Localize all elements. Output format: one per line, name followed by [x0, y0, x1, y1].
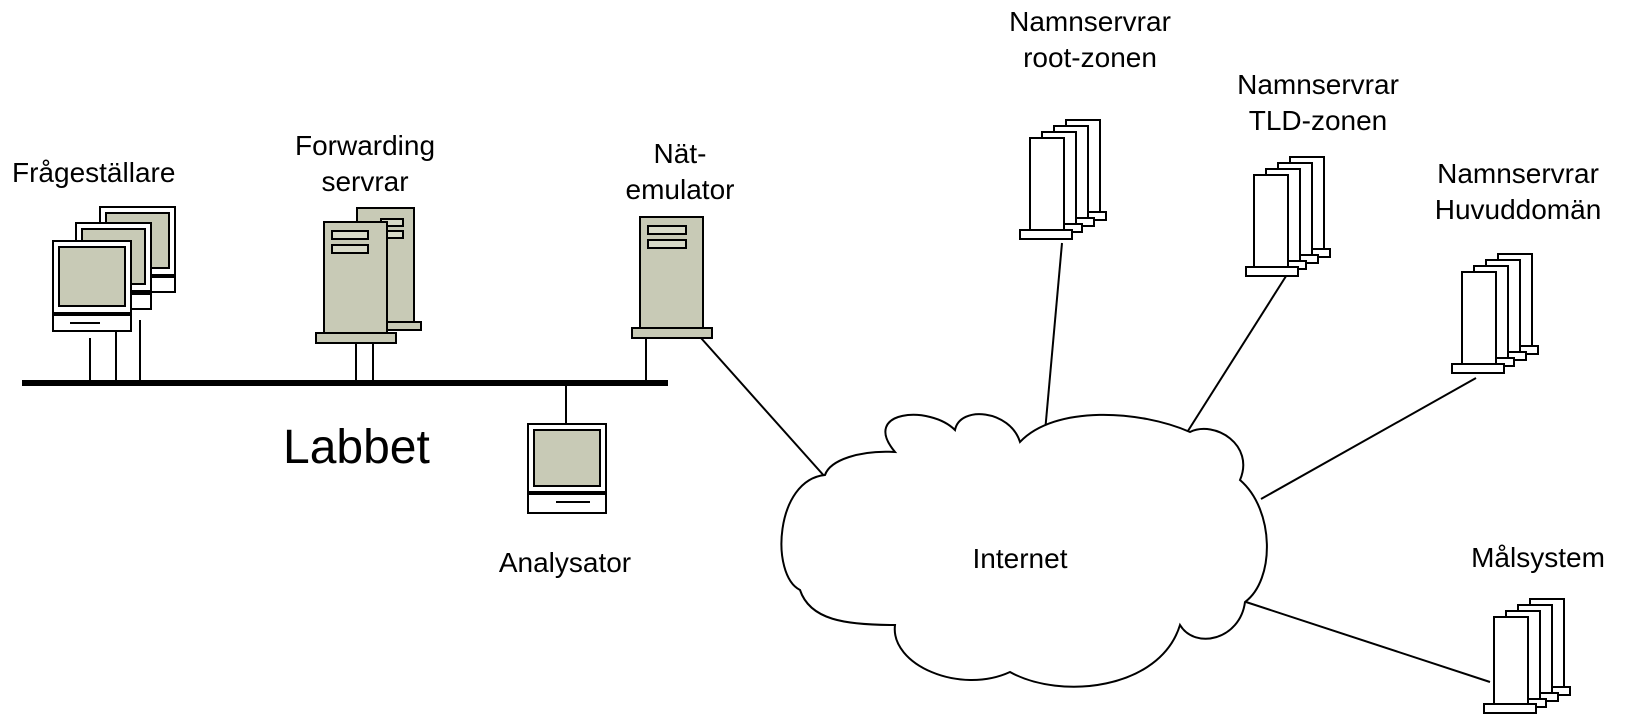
server-tower-icon — [315, 221, 397, 344]
tld-label-line2: TLD-zonen — [1248, 105, 1388, 136]
forwarding-servers-label: Forwarding servrar — [285, 128, 445, 200]
root-label-line1: Namnservrar — [1009, 6, 1171, 37]
root-label-line2: root-zonen — [1023, 42, 1157, 73]
forwarding-label-line1: Forwarding — [294, 130, 436, 161]
lab-label: Labbet — [283, 421, 430, 474]
workstation-icon — [52, 240, 132, 332]
analyzer-label: Analysator — [498, 547, 632, 578]
root-zone-label: Namnservrar root-zonen — [990, 4, 1190, 76]
internet-label: Internet — [972, 543, 1068, 574]
target-system-icon — [1483, 598, 1571, 714]
nameserver-stack-icon — [1245, 156, 1331, 277]
forwarding-drops — [355, 342, 374, 386]
network-emulator-label: Nät- emulator — [615, 136, 745, 208]
emulator-label-line1: Nät- — [653, 138, 707, 169]
internet-cloud — [780, 413, 1268, 688]
analyzer-icon — [527, 423, 607, 514]
main-label-line2: Huvuddomän — [1434, 194, 1602, 225]
main-domain-label: Namnservrar Huvuddomän — [1418, 156, 1618, 228]
questioner-drops — [89, 320, 141, 383]
network-emulator-icon — [631, 216, 713, 339]
target-system-label: Målsystem — [1471, 542, 1605, 573]
main-label-line1: Namnservrar — [1437, 158, 1599, 189]
emulator-label-line2: emulator — [625, 174, 735, 205]
nameserver-stack-icon — [1451, 253, 1539, 374]
internet-links — [700, 242, 1491, 683]
tld-label-line1: Namnservrar — [1237, 69, 1399, 100]
forwarding-label-line2: servrar — [321, 166, 409, 197]
tld-zone-label: Namnservrar TLD-zonen — [1218, 67, 1418, 139]
questioners-label: Frågeställare — [12, 157, 176, 188]
nameserver-stack-icon — [1019, 119, 1107, 240]
